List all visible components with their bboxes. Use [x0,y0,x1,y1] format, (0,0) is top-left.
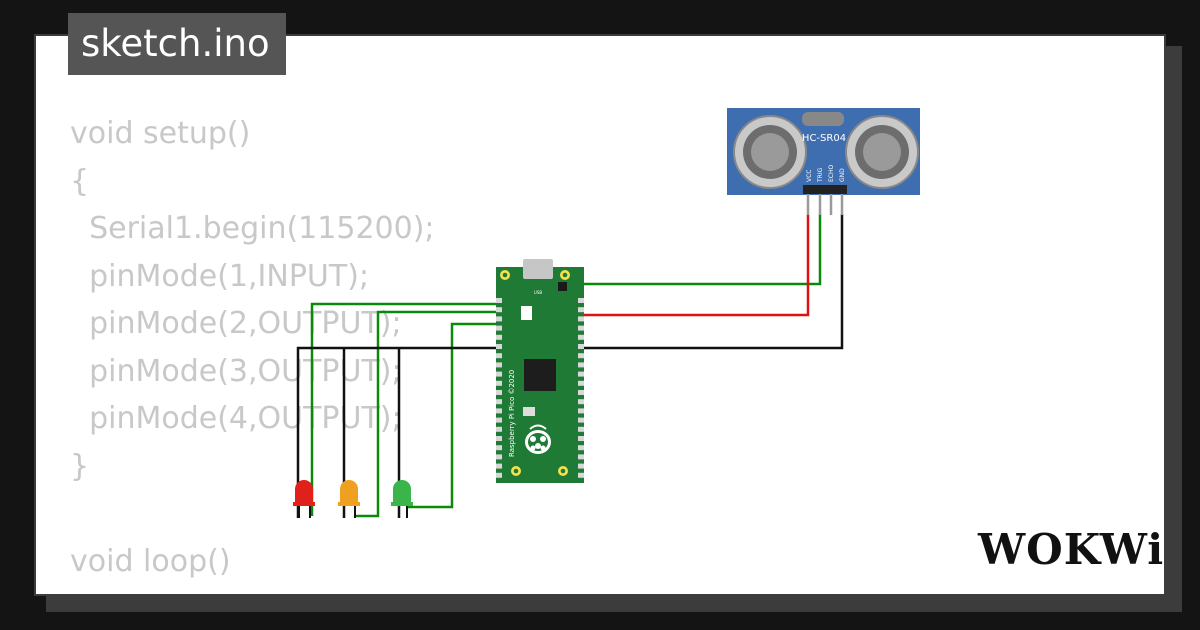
code-line: } [70,448,90,484]
circuit-diagram: HC-SR04 VCC TRIG ECHO GND [293,108,920,518]
pin-label-gnd: GND [839,168,846,182]
pico-pin [496,344,502,349]
pico-pin [496,316,502,322]
pin-label-trig: TRIG [817,167,824,183]
pico-left-pins [496,298,502,478]
pico-pin [496,417,502,423]
pico-pin [496,445,502,451]
wire-led-green [407,322,502,509]
pico-pin [496,380,502,386]
pico-pin [578,380,584,386]
pico-pin [578,344,584,349]
pico-pin [496,307,502,313]
pico-pin [578,408,584,414]
wires [296,214,844,518]
wire-trig [562,214,822,286]
code-line: pinMode(4,OUTPUT); [70,401,402,436]
pico-pin [496,436,502,441]
pico-pin [578,417,584,423]
pico-pin [578,463,584,469]
hc-sr04-sensor[interactable]: HC-SR04 VCC TRIG ECHO GND [727,108,920,215]
code-line: pinMode(2,OUTPUT); [70,306,402,341]
pico-pin [496,325,502,331]
sensor-pin-labels: VCC TRIG ECHO GND [806,165,846,183]
pico-pin [496,371,502,377]
code-line: pinMode(1,INPUT); [70,258,370,294]
wire-led-orange [355,310,502,518]
code-line: { [70,585,435,594]
pico-pin [578,436,584,441]
led-orange[interactable] [338,480,360,518]
pico-pin [496,463,502,469]
pico-pin [578,362,584,368]
pico-pin [496,472,502,478]
pico-pin [496,298,502,303]
pico-pin [578,472,584,478]
pico-name-text: Raspberry Pi Pico ©2020 [508,370,516,457]
pico-pin [578,325,584,331]
led-red[interactable] [293,480,315,518]
pico-pin [496,334,502,340]
wire-vcc [562,214,810,317]
pico-pin [578,298,584,303]
sensor-pins[interactable] [806,194,844,215]
pico-pin [578,353,584,359]
preview-card: void setup() { Serial1.begin(115200); pin… [34,34,1166,596]
pico-pin [496,353,502,359]
pico-pin [578,454,584,460]
pico-pin [578,371,584,377]
pico-usb-text: USB [534,290,542,295]
wire-gnd-red [296,346,502,518]
wire-led-red [310,302,502,516]
pico-pin [578,426,584,432]
pico-pin [578,334,584,340]
pico-pin [496,454,502,460]
pico-pin [496,390,502,395]
pico-pin [496,426,502,432]
pico-pin [578,316,584,322]
pico-pin [496,362,502,368]
code-line: pinMode(3,OUTPUT); [70,353,402,389]
pico-pin [496,399,502,405]
sensor-label: HC-SR04 [802,133,846,144]
pico-pin [578,399,584,405]
pico-pin [496,408,502,414]
led-green[interactable] [391,480,413,518]
code-line: void loop() [70,543,231,579]
code-line: { [70,163,90,199]
pico-pin [578,307,584,313]
code-line: void setup() [70,116,251,151]
code-line: Serial1.begin(115200); [70,211,435,246]
wokwi-logo: WOKWi [978,525,1165,574]
code-listing: void setup() { Serial1.begin(115200); pin… [70,110,435,594]
pico-right-pins [578,298,584,478]
pin-label-echo: ECHO [828,165,835,182]
file-tab[interactable]: sketch.ino [68,13,286,75]
pico-pin [578,445,584,451]
raspberry-pi-pico-board[interactable]: USB Raspberry Pi Pico ©2020 [496,259,584,483]
raspberry-logo-icon [525,424,551,454]
pin-label-vcc: VCC [806,170,813,182]
wire-gnd [502,214,844,350]
pico-pin [578,390,584,395]
